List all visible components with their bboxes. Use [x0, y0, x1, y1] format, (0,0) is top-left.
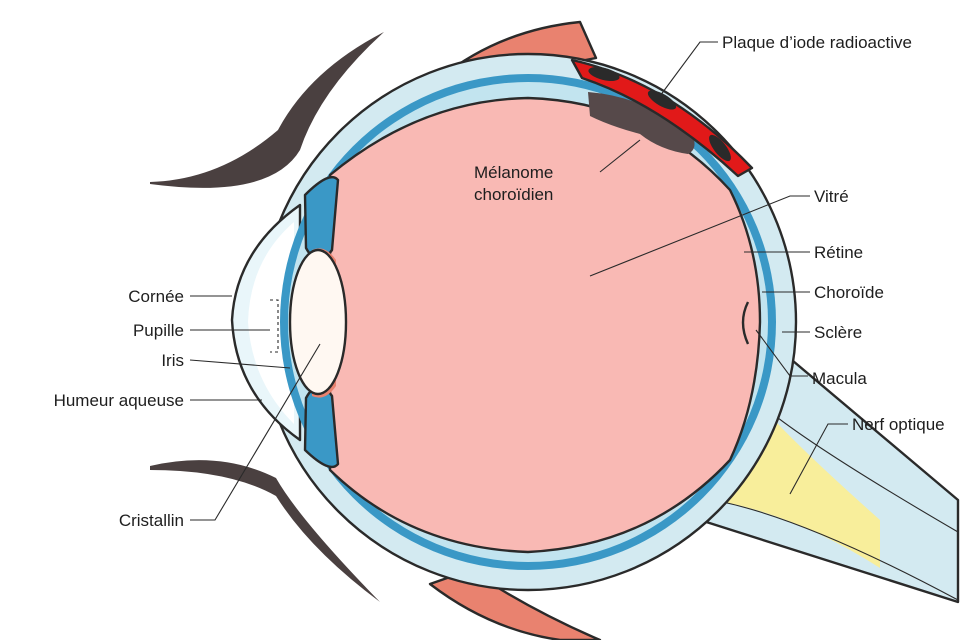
label-sclere: Sclère — [814, 323, 862, 342]
upper-iris — [305, 177, 338, 259]
crystalline-lens — [290, 250, 346, 394]
lower-iris — [305, 386, 338, 466]
label-choroide: Choroïde — [814, 283, 884, 302]
label-macula: Macula — [812, 369, 867, 388]
label-melanome-line1: Mélanome — [474, 163, 553, 182]
label-retine: Rétine — [814, 243, 863, 262]
label-plaque: Plaque d’iode radioactive — [722, 33, 912, 52]
label-melanome-line2: choroïdien — [474, 185, 553, 204]
label-cornee: Cornée — [128, 287, 184, 306]
label-iris: Iris — [161, 351, 184, 370]
label-nerf-optique: Nerf optique — [852, 415, 945, 434]
label-cristallin: Cristallin — [119, 511, 184, 530]
label-vitre: Vitré — [814, 187, 849, 206]
label-pupille: Pupille — [133, 321, 184, 340]
label-humeur-aqueuse: Humeur aqueuse — [54, 391, 184, 410]
